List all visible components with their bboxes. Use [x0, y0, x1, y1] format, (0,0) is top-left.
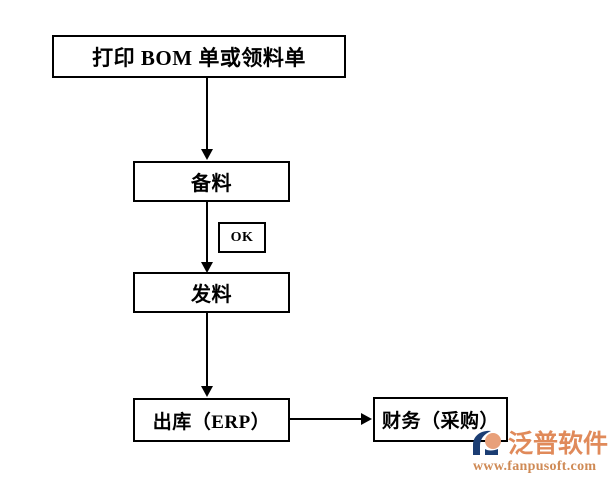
watermark-brand-text: 泛普软件 — [508, 428, 608, 458]
connector-stock-out-to-finance-arrowhead — [361, 413, 372, 425]
node-stock-out-erp[interactable]: 出库（ERP） — [133, 398, 290, 442]
node-finance-purchase[interactable]: 财务（采购） — [373, 397, 508, 442]
node-issue-material[interactable]: 发料 — [133, 272, 290, 313]
watermark: 泛普软件 www.fanpusoft.com — [471, 428, 608, 475]
node-prepare-material[interactable]: 备料 — [133, 161, 290, 202]
edge-label-ok[interactable]: OK — [218, 222, 266, 253]
connector-prepare-material-to-issue-material-arrowhead — [201, 262, 213, 273]
connector-issue-material-to-stock-out-arrowhead — [201, 386, 213, 397]
connector-issue-material-to-stock-out-line — [206, 313, 208, 388]
watermark-url: www.fanpusoft.com — [473, 459, 597, 474]
fanpu-logo-icon — [471, 428, 505, 458]
node-print-bom[interactable]: 打印 BOM 单或领料单 — [52, 35, 346, 78]
connector-stock-out-to-finance-line — [290, 418, 363, 420]
connector-print-bom-to-prepare-material-line — [206, 78, 208, 151]
watermark-brand-row: 泛普软件 — [471, 428, 608, 458]
connector-prepare-material-to-issue-material-line — [206, 202, 208, 264]
connector-print-bom-to-prepare-material-arrowhead — [201, 149, 213, 160]
